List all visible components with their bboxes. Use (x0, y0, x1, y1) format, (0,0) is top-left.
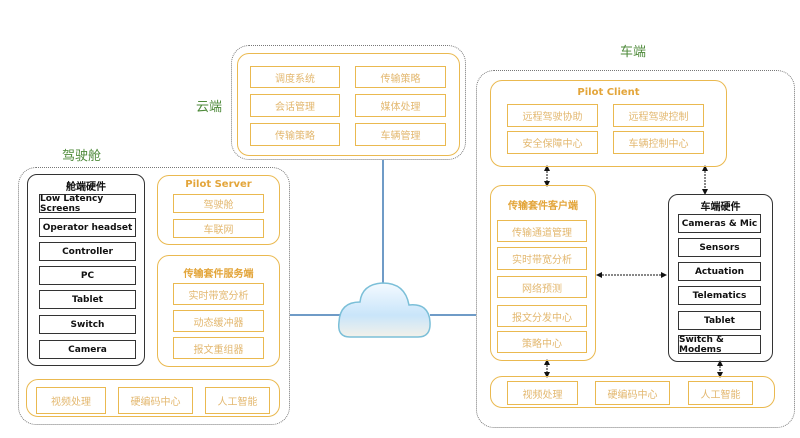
cockpit-hardware-item: Camera (39, 340, 136, 359)
vehicle-hardware-item: Tablet (678, 311, 761, 330)
transport-client: 传输套件客户端 (490, 185, 596, 361)
pilot-server-item: 驾驶舱 (173, 194, 264, 213)
cockpit-bottom-item: 人工智能 (205, 387, 270, 414)
pilot-client-item: 远程驾驶协助 (507, 104, 598, 127)
cockpit-bottom-item: 硬编码中心 (118, 387, 193, 414)
cloud-item: 传输策略 (250, 123, 340, 146)
vehicle-hardware-item: Cameras & Mic (678, 214, 761, 233)
cloud-label: 云端 (196, 100, 223, 115)
transport-server-item: 报文重组器 (173, 337, 264, 359)
transport-client-item: 实时带宽分析 (497, 247, 587, 270)
transport-client-item: 网络预测 (497, 276, 587, 298)
transport-client-item: 报文分发中心 (497, 305, 587, 327)
transport-server: 传输套件服务端 (157, 255, 280, 367)
network-cloud-icon (337, 282, 431, 338)
transport-client-title: 传输套件客户端 (508, 201, 578, 212)
cockpit-zone (18, 167, 290, 425)
cockpit-hardware-item: Low Latency Screens (39, 194, 136, 214)
cloud-zone (231, 45, 466, 160)
pilot-server-title: Pilot Server (185, 179, 252, 190)
cockpit-hardware-item: PC (39, 266, 136, 285)
cockpit-hardware-item: Operator headset (39, 218, 136, 237)
vehicle-bottom-item: 视频处理 (507, 381, 578, 405)
pilot-server-item: 车联网 (173, 219, 264, 238)
cloud-item: 媒体处理 (355, 94, 446, 117)
transport-client-item: 策略中心 (497, 331, 587, 353)
vehicle-label: 车端 (620, 45, 647, 60)
vehicle-hardware-item: Sensors (678, 238, 761, 257)
pilot-client: Pilot Client (490, 80, 727, 167)
vehicle-bottom-item: 人工智能 (688, 381, 753, 405)
pilot-client-title: Pilot Client (577, 87, 640, 98)
cockpit-label: 驾驶舱 (62, 149, 102, 164)
vehicle-hardware-title: 车端硬件 (700, 202, 741, 213)
cloud-item: 会话管理 (250, 94, 340, 117)
pilot-client-item: 远程驾驶控制 (613, 104, 704, 127)
transport-server-title: 传输套件服务端 (183, 269, 254, 280)
vehicle-hardware-item: Actuation (678, 262, 761, 281)
transport-client-item: 传输通道管理 (497, 220, 587, 242)
transport-server-item: 实时带宽分析 (173, 283, 264, 305)
cockpit-hardware-item: Switch (39, 315, 136, 334)
cockpit-bottom-bar (26, 379, 280, 417)
vehicle-hardware-item: Telematics (678, 286, 761, 305)
cloud-item: 车辆管理 (355, 123, 446, 146)
cloud-services (237, 53, 460, 156)
pilot-client-item: 车辆控制中心 (613, 131, 704, 154)
vehicle-bottom-item: 硬编码中心 (595, 381, 670, 405)
vehicle-zone (476, 70, 795, 428)
cockpit-hardware-title: 舱端硬件 (66, 182, 106, 193)
vehicle-bottom-bar (490, 376, 775, 408)
vehicle-hardware-item: Switch & Modems (678, 335, 761, 355)
cloud-item: 调度系统 (250, 66, 340, 88)
transport-server-item: 动态缓冲器 (173, 310, 264, 332)
cockpit-hardware-item: Controller (39, 242, 136, 261)
vehicle-hardware: 车端硬件 (668, 194, 773, 362)
pilot-client-item: 安全保障中心 (507, 131, 598, 154)
pilot-server: Pilot Server (157, 175, 280, 245)
cloud-item: 传输策略 (355, 66, 446, 88)
cockpit-bottom-item: 视频处理 (36, 387, 106, 414)
cockpit-hardware: 舱端硬件 (27, 174, 145, 366)
cockpit-hardware-item: Tablet (39, 290, 136, 309)
